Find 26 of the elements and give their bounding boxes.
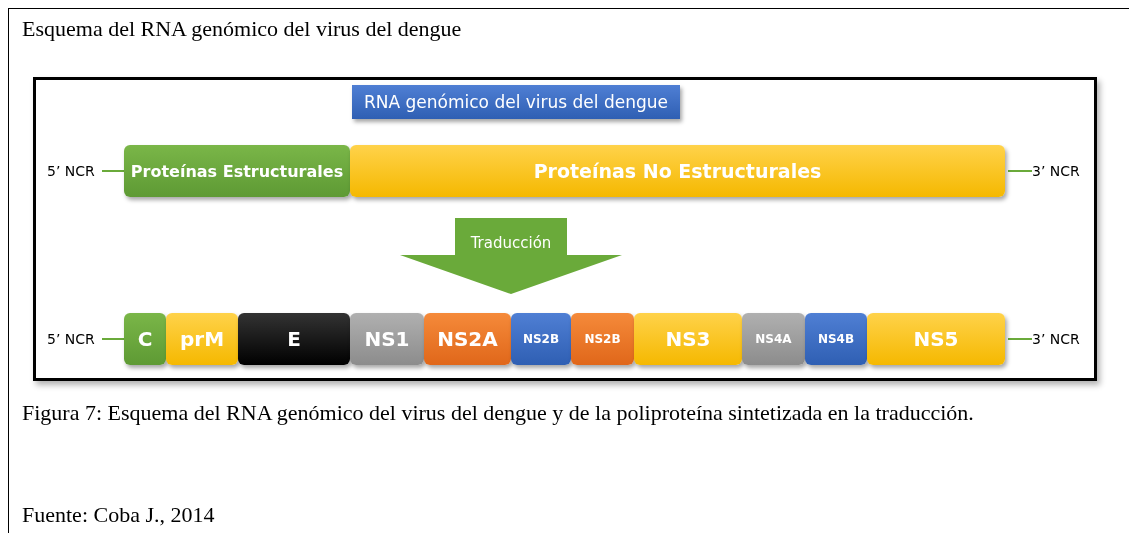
gene-segment: Proteínas Estructurales xyxy=(124,145,350,197)
title: Esquema del RNA genómico del virus del dengue xyxy=(22,16,462,42)
title-banner: RNA genómico del virus del dengue xyxy=(352,85,680,119)
source-note: Fuente: Coba J., 2014 xyxy=(22,502,215,528)
protein-segment: NS3 xyxy=(634,313,742,365)
region-label: 5’ NCR xyxy=(47,161,99,181)
connector-line xyxy=(1007,170,1033,172)
connector-line xyxy=(101,338,125,340)
protein-segment: NS2B xyxy=(571,313,634,365)
protein-segment: NS4A xyxy=(742,313,805,365)
translation-arrow: Traducción xyxy=(400,218,622,294)
protein-segment: prM xyxy=(166,313,238,365)
region-label: 5’ NCR xyxy=(47,329,99,349)
protein-segment: NS1 xyxy=(350,313,424,365)
protein-segment: NS5 xyxy=(867,313,1005,365)
protein-segment: NS2A xyxy=(424,313,511,365)
protein-segment: E xyxy=(238,313,350,365)
protein-segment: NS2B xyxy=(511,313,571,365)
connector-line xyxy=(101,170,125,172)
protein-segment: NS4B xyxy=(805,313,867,365)
connector-line xyxy=(1007,338,1033,340)
figure-caption: Figura 7: Esquema del RNA genómico del virus del dengue y de la poliproteína sintetizada en la traducción. xyxy=(22,399,975,427)
protein-segment: C xyxy=(124,313,166,365)
region-label: 3’ NCR xyxy=(1032,329,1084,349)
gene-segment: Proteínas No Estructurales xyxy=(350,145,1005,197)
region-label: 3’ NCR xyxy=(1032,161,1084,181)
